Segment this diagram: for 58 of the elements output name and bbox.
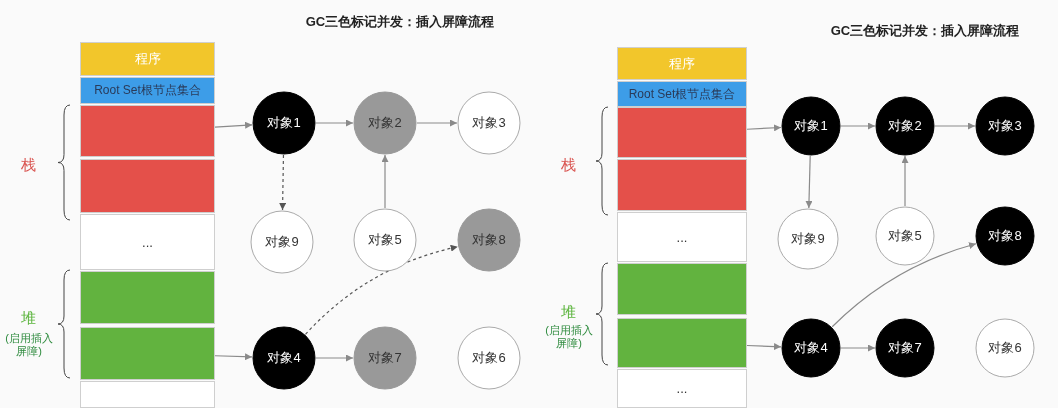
program-box: 程序 bbox=[80, 42, 215, 76]
program-box: 程序 bbox=[617, 47, 747, 80]
object-circle: 对象2 bbox=[353, 91, 417, 155]
object-circle: 对象8 bbox=[457, 208, 521, 272]
stack-frame-box bbox=[617, 159, 747, 211]
object-circle: 对象5 bbox=[353, 208, 417, 272]
arrow bbox=[840, 122, 876, 130]
heap-object-box bbox=[617, 263, 747, 315]
object-circle: 对象1 bbox=[252, 91, 316, 155]
stack-label: 栈 bbox=[20, 155, 36, 175]
heap-object-box bbox=[617, 318, 747, 368]
object-circle: 对象6 bbox=[457, 326, 521, 390]
arrow bbox=[214, 353, 253, 361]
arrow bbox=[831, 242, 977, 328]
arrow bbox=[805, 155, 813, 209]
object-circle: 对象4 bbox=[781, 318, 841, 378]
arrow bbox=[381, 154, 389, 209]
heap-object-box bbox=[80, 271, 215, 324]
heap-object-box bbox=[80, 327, 215, 380]
arrow bbox=[315, 354, 354, 362]
object-circle: 对象7 bbox=[353, 326, 417, 390]
arrow bbox=[304, 244, 459, 335]
object-circle: 对象9 bbox=[777, 208, 839, 270]
object-circle: 对象5 bbox=[875, 206, 935, 266]
heap-label: 堆 bbox=[560, 302, 576, 322]
arrow bbox=[901, 155, 909, 207]
stack-label: 栈 bbox=[560, 155, 576, 175]
arrow bbox=[746, 343, 782, 351]
chart-title: GC三色标记并发：插入屏障流程 bbox=[830, 22, 1020, 40]
heap-note: (启用插入屏障) bbox=[5, 332, 53, 358]
ellipsis-cell: ... bbox=[617, 212, 747, 262]
object-circle: 对象6 bbox=[975, 318, 1035, 378]
root-set-box: Root Set根节点集合 bbox=[80, 77, 215, 104]
stack-frame-box bbox=[617, 107, 747, 158]
root-set-box: Root Set根节点集合 bbox=[617, 81, 747, 107]
arrow bbox=[746, 124, 782, 132]
ellipsis-cell: ... bbox=[80, 214, 215, 270]
arrow bbox=[934, 122, 976, 130]
chart-title: GC三色标记并发：插入屏障流程 bbox=[305, 13, 495, 31]
heap-note: (启用插入屏障) bbox=[545, 324, 593, 350]
object-circle: 对象9 bbox=[250, 210, 314, 274]
object-circle: 对象3 bbox=[457, 91, 521, 155]
heap-label: 堆 bbox=[20, 308, 36, 328]
empty-cell bbox=[80, 381, 215, 408]
object-circle: 对象7 bbox=[875, 318, 935, 378]
arrow bbox=[279, 154, 287, 211]
stack-frame-box bbox=[80, 159, 215, 213]
arrow bbox=[315, 119, 354, 127]
arrow bbox=[214, 121, 253, 129]
object-circle: 对象1 bbox=[781, 96, 841, 156]
arrow bbox=[840, 344, 876, 352]
object-circle: 对象8 bbox=[975, 206, 1035, 266]
arrow bbox=[416, 119, 458, 127]
stack-frame-box bbox=[80, 105, 215, 157]
object-circle: 对象4 bbox=[252, 326, 316, 390]
ellipsis-cell: ... bbox=[617, 369, 747, 408]
object-circle: 对象2 bbox=[875, 96, 935, 156]
object-circle: 对象3 bbox=[975, 96, 1035, 156]
